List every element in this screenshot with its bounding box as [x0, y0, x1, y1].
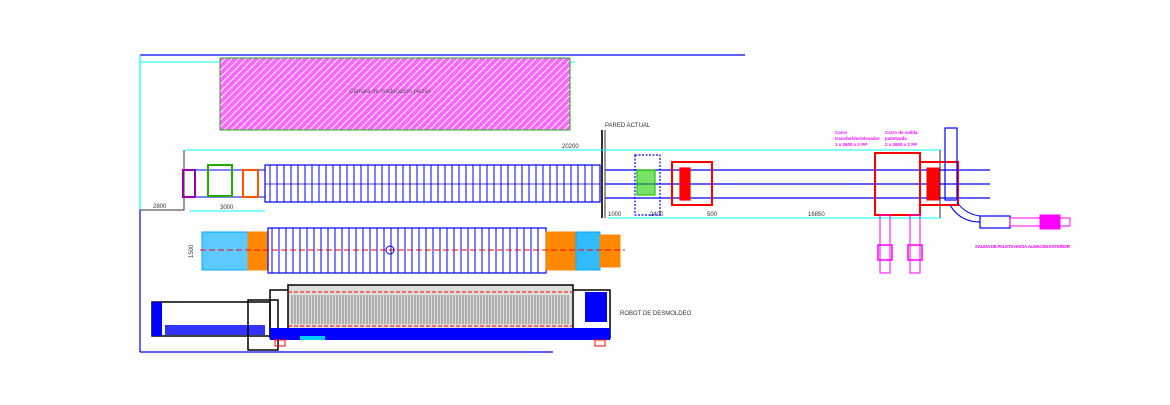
- demolding-robot-line: ROBOT DE DESMOLDEO: [151, 284, 692, 351]
- dim-entry: 3000: [220, 205, 234, 211]
- dim-gap: 500: [707, 212, 718, 218]
- dim-wall-gap: 1000: [608, 212, 622, 218]
- svg-text:Carro de salida: Carro de salida: [885, 130, 918, 135]
- dim-width: 1500: [189, 244, 195, 258]
- svg-text:2 x 2600 x 2 PP: 2 x 2600 x 2 PP: [885, 142, 917, 147]
- chamber-label: Cámara de maduración piezas: [349, 89, 431, 95]
- upper-conveyor: [182, 164, 601, 203]
- dim-left-offset: 2800: [153, 204, 167, 210]
- building-outline: [139, 54, 745, 353]
- svg-text:transferidor/elevador: transferidor/elevador: [835, 136, 880, 141]
- svg-text:1 x 2600 x 2 PP: 1 x 2600 x 2 PP: [835, 142, 867, 147]
- middle-conveyor: [200, 227, 625, 274]
- dim-overall: 20200: [562, 144, 579, 150]
- maturation-chamber: Cámara de maduración piezas: [219, 57, 571, 131]
- svg-text:paletizado: paletizado: [885, 136, 907, 141]
- svg-text:Carro: Carro: [835, 130, 847, 135]
- output-note: SALIDA DE PALETS HACIA ALMACEN EXTERIOR: [975, 244, 1071, 249]
- carrier-notes: Carro transferidor/elevador 1 x 2600 x 2…: [835, 130, 1071, 249]
- wall-label: PARED ACTUAL: [605, 123, 651, 129]
- output-carriers: [874, 127, 1071, 274]
- robot-label: ROBOT DE DESMOLDEO: [620, 311, 692, 317]
- dim-run: 16850: [808, 212, 825, 218]
- existing-wall: PARED ACTUAL: [601, 123, 651, 218]
- transfer-line: [605, 154, 990, 216]
